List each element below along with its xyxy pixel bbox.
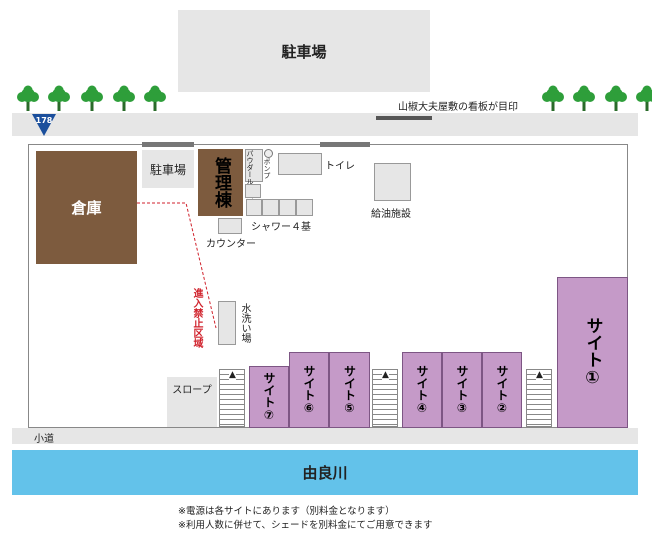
management-label: 管理棟 [211,157,231,208]
site-label: サイト [495,365,509,401]
campsite-4[interactable]: サイト④ [402,352,442,428]
powder-room [245,149,263,182]
site-number: ⑤ [342,401,357,415]
slope-label: スロープ [172,385,212,396]
tree-icon [48,85,70,111]
river: 由良川 [12,450,638,495]
fuel-label: 給油施設 [371,209,411,220]
site-label: サイト [302,365,316,401]
site-number: ⑥ [302,401,316,415]
site-label: サイト [455,365,469,401]
campsite-5[interactable]: サイト⑤ [329,352,370,428]
site-number: ③ [455,401,469,415]
utility-box [245,184,261,198]
tree-icon [113,85,135,111]
entrance-gate [142,142,194,147]
pump-icon [264,149,273,158]
route-sign-icon: 178 [32,114,56,136]
pump-label: ポンプ [263,158,271,179]
campsite-7[interactable]: サイト⑦ [249,366,289,428]
note-shade: ※利用人数に併せて、シェードを別料金にてご用意できます [178,520,433,531]
fuel-station [374,163,411,201]
top-parking-lot: 駐車場 [178,10,430,92]
stairs-arrow-icon: ▲ [229,370,236,380]
inner-parking: 駐車場 [142,150,194,188]
entrance-gate [320,142,370,147]
river-label: 由良川 [302,464,348,482]
site-label: サイト [262,372,276,408]
warehouse: 倉庫 [36,151,137,264]
site-number: ① [582,368,603,388]
top-parking-label: 駐車場 [281,42,327,61]
tree-icon [542,85,564,111]
site-label: サイト [342,365,357,401]
no-entry-label: 進入禁止区域 [191,288,202,348]
tree-icon [144,85,166,111]
campsite-6[interactable]: サイト⑥ [289,352,329,428]
toilet-building [278,153,322,175]
main-road [12,113,638,136]
signboard-note: 山椒大夫屋敷の看板が目印 [398,102,518,113]
shower-label: シャワー４基 [251,222,311,233]
signboard-marker [376,116,432,120]
site-label: サイト [582,317,603,368]
shower-stall [296,199,313,216]
shower-stall [279,199,296,216]
tree-icon [81,85,103,111]
path-label: 小道 [34,434,54,445]
site-number: ④ [415,401,429,415]
washing-label: 水洗い場 [239,303,250,343]
tree-icon [17,85,39,111]
tree-icon [605,85,627,111]
note-power: ※電源は各サイトにあります（別料金となります） [178,506,395,517]
campsite-1[interactable]: サイト① [557,277,628,428]
site-label: サイト [415,365,429,401]
shower-stall [246,199,262,216]
site-number: ② [495,401,509,415]
shower-stall [262,199,279,216]
footpath [12,428,638,444]
stairs-arrow-icon: ▲ [382,370,389,380]
stairs-arrow-icon: ▲ [536,370,543,380]
powder-room-label: パウダールーム [246,150,254,199]
toilet-label: トイレ [325,161,355,172]
slope: スロープ [167,377,217,427]
counter-label: カウンター [206,239,256,250]
warehouse-label: 倉庫 [71,199,102,217]
counter [218,218,242,234]
inner-parking-label: 駐車場 [149,162,186,177]
washing-area [218,301,236,345]
site-number: ⑦ [262,408,276,422]
tree-icon [573,85,595,111]
route-number: 178 [36,116,53,125]
campsite-3[interactable]: サイト③ [442,352,482,428]
campsite-2[interactable]: サイト② [482,352,522,428]
management-building: 管理棟 [198,149,243,216]
tree-icon [636,85,652,111]
